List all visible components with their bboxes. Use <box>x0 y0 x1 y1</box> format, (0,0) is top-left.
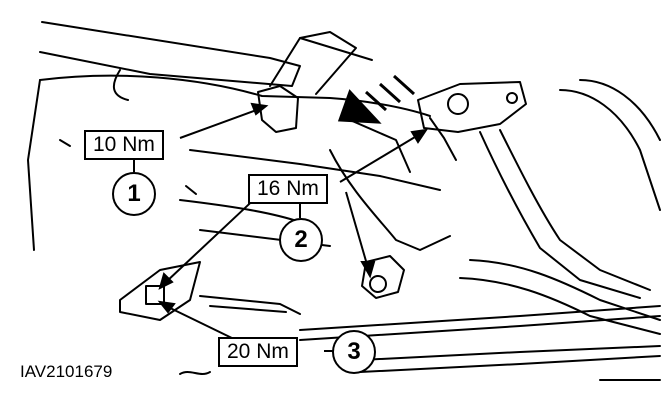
callout-number-2: 2 <box>279 218 323 262</box>
figure-id: IAV2101679 <box>20 362 113 381</box>
hose-upper <box>499 129 651 291</box>
flange-outline <box>417 81 527 133</box>
hose-lower <box>469 259 661 321</box>
torque-label-3: 20 Nm <box>218 337 298 367</box>
upper-bracket-outline <box>39 21 301 87</box>
pipe-lower-1 <box>299 305 661 331</box>
pipe-lower-2 <box>359 345 661 361</box>
torque-label-2: 16 Nm <box>248 174 328 204</box>
callout-number-3: 3 <box>332 330 376 374</box>
direction-arrow <box>337 74 416 124</box>
engine-cover-outline <box>39 74 431 117</box>
sensor-clip-top <box>257 85 299 133</box>
callout-number-1: 1 <box>112 172 156 216</box>
torque-label-1: 10 Nm <box>84 130 164 160</box>
sensor-clip-lower <box>361 255 405 299</box>
central-casting-outline <box>329 149 451 251</box>
lower-bracket-outline <box>119 261 201 321</box>
